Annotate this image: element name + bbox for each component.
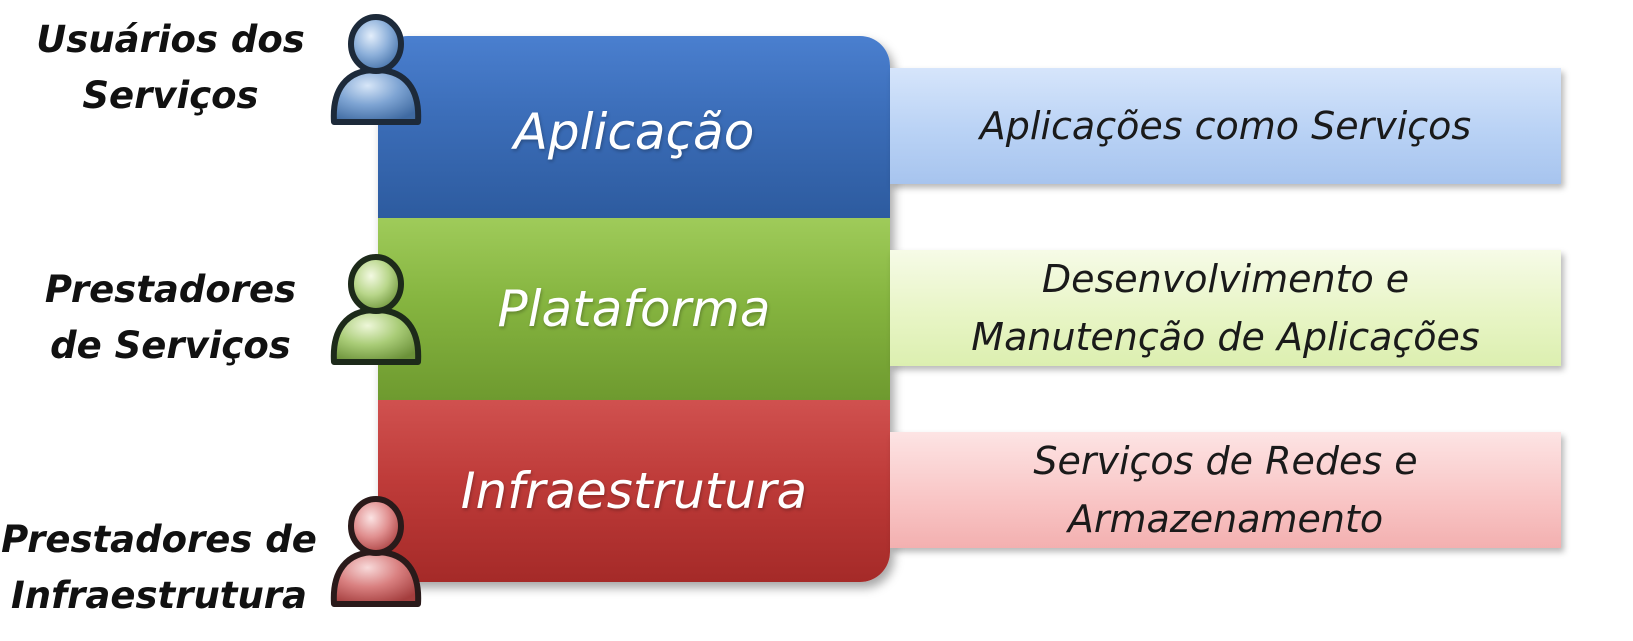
role-label-service-providers-line1: Prestadores (44, 268, 297, 311)
layer-infrastructure-label: Infraestrutura (460, 462, 808, 520)
description-infrastructure-line1: Serviços de Redes e (1033, 439, 1418, 483)
layer-platform: Plataforma (378, 218, 890, 400)
person-icon-infrastructure-providers (330, 496, 422, 607)
description-infrastructure-network-storage: Serviços de Redes e Armazenamento (890, 432, 1561, 548)
role-label-infrastructure-providers-line2: Infraestrutura (10, 574, 308, 617)
cloud-layer-stack: Aplicação Plataforma Infraestrutura (378, 36, 890, 582)
role-label-users: Usuários dos Serviços (28, 12, 313, 124)
role-label-infrastructure-providers-line1: Prestadores de (1, 518, 317, 561)
role-label-service-providers-line2: de Serviços (50, 324, 291, 367)
role-label-users-line2: Serviços (82, 74, 259, 117)
description-platform-development: Desenvolvimento e Manutenção de Aplicaçõ… (890, 250, 1561, 366)
role-label-service-providers: Prestadores de Serviços (28, 262, 313, 374)
role-label-infrastructure-providers: Prestadores de Infraestrutura (0, 512, 318, 624)
description-application-services: Aplicações como Serviços (890, 68, 1561, 184)
layer-application-label: Aplicação (513, 103, 755, 161)
description-platform-line2: Manutenção de Aplicações (971, 315, 1480, 359)
person-icon-users (330, 14, 422, 125)
layer-application: Aplicação (378, 36, 890, 218)
description-platform-line1: Desenvolvimento e (1041, 257, 1410, 301)
layer-platform-label: Plataforma (497, 280, 771, 338)
description-application-line1: Aplicações como Serviços (979, 104, 1472, 148)
layer-infrastructure: Infraestrutura (378, 400, 890, 582)
description-infrastructure-line2: Armazenamento (1067, 497, 1384, 541)
role-label-users-line1: Usuários dos (36, 18, 305, 61)
person-icon-service-providers (330, 254, 422, 365)
